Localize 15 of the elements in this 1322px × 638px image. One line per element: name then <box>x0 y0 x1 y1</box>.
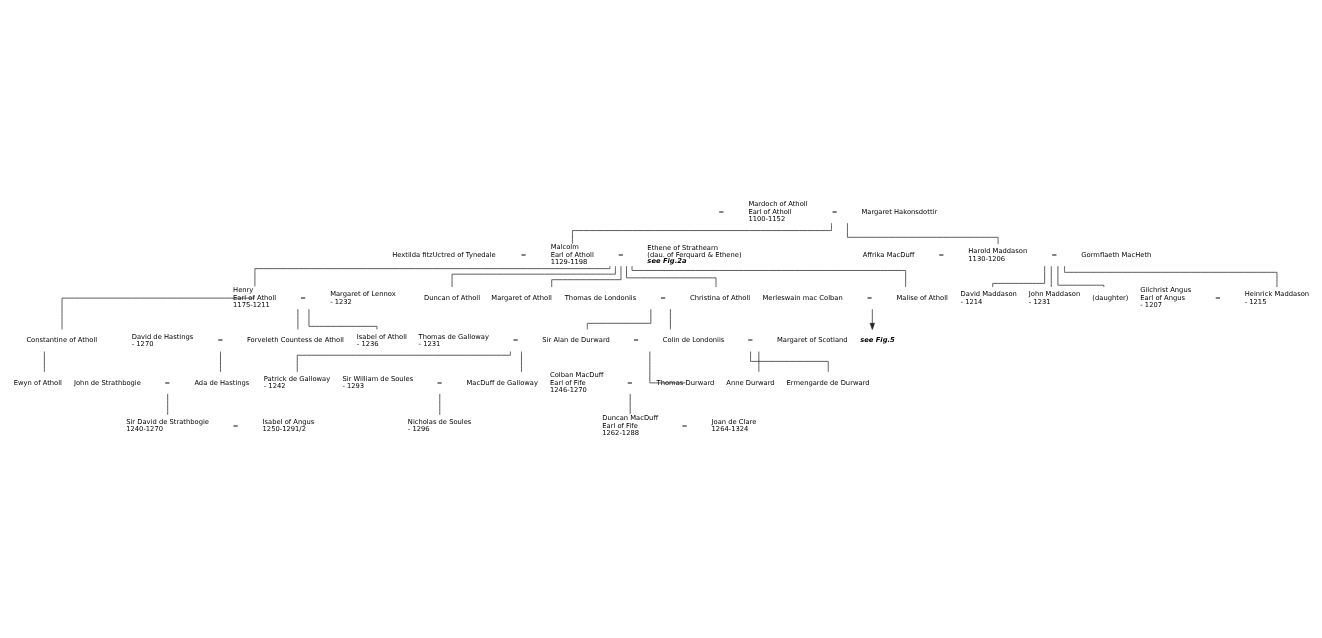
connector <box>550 265 621 288</box>
connector <box>451 265 616 288</box>
connector <box>520 351 522 373</box>
connector <box>625 265 716 288</box>
connector <box>43 351 45 373</box>
connector <box>571 222 832 244</box>
connector <box>758 351 759 373</box>
connector <box>219 351 221 373</box>
connector <box>669 308 671 330</box>
connector <box>991 265 1045 288</box>
connector <box>308 308 377 330</box>
connector <box>254 265 610 287</box>
connector <box>166 393 168 416</box>
arrow <box>869 308 875 330</box>
connector <box>1057 265 1104 288</box>
